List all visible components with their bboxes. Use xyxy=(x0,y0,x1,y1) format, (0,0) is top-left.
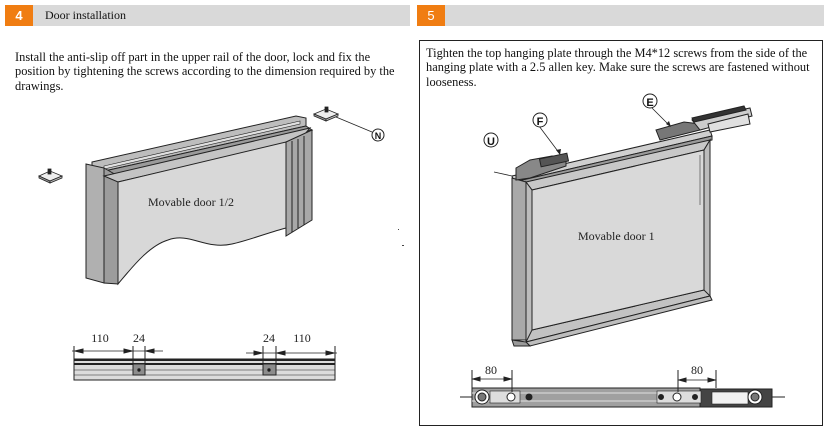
callout-n-leader xyxy=(335,116,373,133)
callout-n-label: N xyxy=(375,131,382,141)
step-5-door-label: Movable door 1 xyxy=(578,229,655,243)
dim-label-left-24: 24 xyxy=(133,331,145,345)
dim-label-right-110: 110 xyxy=(293,331,311,345)
step-4-number-badge: 4 xyxy=(5,5,33,26)
callout-f: F xyxy=(532,112,548,128)
callout-f-label: F xyxy=(537,116,544,128)
step-5-instruction: Tighten the top hanging plate through th… xyxy=(426,46,810,89)
dim-label-right-80: 80 xyxy=(691,363,703,377)
callout-e-label: E xyxy=(646,97,653,109)
step-5-frame xyxy=(419,40,823,426)
callout-e: E xyxy=(642,93,658,109)
dim-label-left-80: 80 xyxy=(485,363,497,377)
step-4-rail-dimension-drawing xyxy=(72,346,337,381)
step-4-title: Door installation xyxy=(45,8,126,22)
anti-slip-part-right xyxy=(312,106,340,122)
callout-u-label: U xyxy=(487,136,495,148)
step-4-header: 4 Door installation xyxy=(5,5,410,26)
step-5-track-dimension-drawing xyxy=(460,370,785,408)
anti-slip-part-left xyxy=(38,168,64,184)
step-4-instruction: Install the anti-slip off part in the up… xyxy=(15,50,395,93)
step-4-door-illustration xyxy=(85,115,314,286)
step-5-number-badge: 5 xyxy=(417,5,445,26)
callout-u: U xyxy=(483,132,499,148)
step-5-door-illustration xyxy=(511,105,753,347)
callout-n: N xyxy=(371,128,385,142)
dim-label-left-110: 110 xyxy=(91,331,109,345)
step-5-header: 5 xyxy=(417,5,824,26)
dim-label-right-24: 24 xyxy=(263,331,275,345)
step-4-door-label: Movable door 1/2 xyxy=(148,195,234,209)
